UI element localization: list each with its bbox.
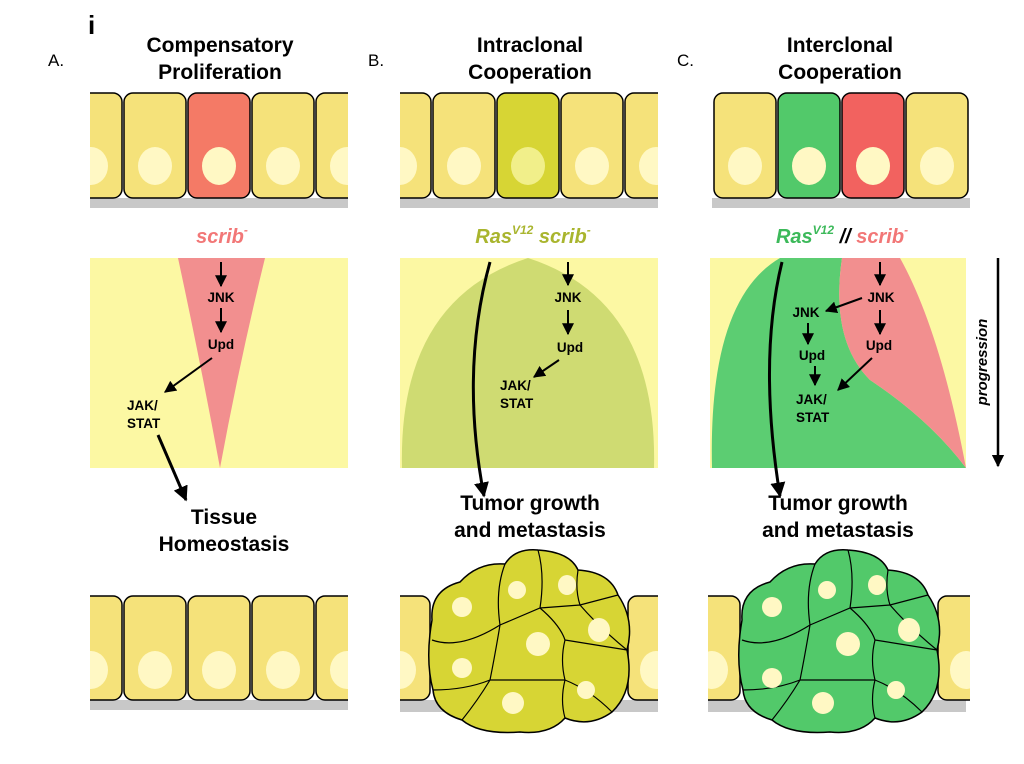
panel-c-ras-clone (711, 258, 966, 468)
panel-b-jak-label-1: JAK/ (500, 378, 531, 393)
panel-b-ras-scrib-clone (401, 258, 655, 468)
panel-b-epithelium-top (400, 92, 658, 208)
panel-b-tumor (400, 549, 658, 734)
panel-c-outcome-line1: Tumor growth (768, 492, 908, 515)
panel-a-outcome-line2: Homeostasis (159, 533, 290, 556)
panel-a-outcome-line1: Tissue (191, 506, 257, 529)
panel-a-epithelium-top (90, 92, 348, 208)
progression-indicator: progression (974, 258, 1005, 468)
panel-a-jak-label-2: STAT (127, 416, 161, 431)
panel-b-jnk-label: JNK (554, 290, 581, 305)
panel-c-jak-label-2: STAT (796, 410, 830, 425)
panel-b-outcome-line1: Tumor growth (460, 492, 600, 515)
panel-c-epithelium-top (712, 92, 970, 208)
panel-c-upd-left-label: Upd (799, 348, 825, 363)
panel-a-scrib-clone (178, 258, 265, 468)
panel-c-outcome-line2: and metastasis (762, 519, 914, 542)
panel-a-epithelium-bottom (90, 595, 348, 710)
panel-c-jak-label-1: JAK/ (796, 392, 827, 407)
panel-a-jnk-label: JNK (207, 290, 234, 305)
panel-b-jak-label-2: STAT (500, 396, 534, 411)
panel-c: C. Interclonal Cooperation RasV12 // scr… (677, 34, 970, 734)
panel-b-genotype: RasV12 scrib- (475, 223, 590, 248)
progression-label: progression (974, 319, 991, 407)
panel-b-upd-label: Upd (557, 340, 583, 355)
panel-a-title-line1: Compensatory (146, 34, 293, 57)
panel-c-title-line2: Cooperation (778, 61, 902, 84)
panel-c-upd-right-label: Upd (866, 338, 892, 353)
panel-a-letter: A. (48, 51, 64, 70)
panel-c-tumor (708, 549, 970, 734)
panel-c-scrib-clone (839, 258, 966, 468)
panel-a: A. Compensatory Proliferation scrib- JNK… (48, 34, 348, 710)
panel-b-title-line1: Intraclonal (477, 34, 583, 57)
panel-a-jak-label-1: JAK/ (127, 398, 158, 413)
panel-a-upd-label: Upd (208, 337, 234, 352)
panel-index: i (88, 10, 95, 40)
panel-a-genotype: scrib- (196, 223, 248, 248)
panel-b-outcome-line2: and metastasis (454, 519, 606, 542)
panel-c-jnk-left-label: JNK (792, 305, 819, 320)
panel-c-jnk-right-label: JNK (867, 290, 894, 305)
panel-c-genotype: RasV12 // scrib- (776, 223, 908, 248)
panel-a-title-line2: Proliferation (158, 61, 282, 84)
panel-c-letter: C. (677, 51, 694, 70)
panel-b-title-line2: Cooperation (468, 61, 592, 84)
panel-b: B. Intraclonal Cooperation RasV12 scrib-… (368, 34, 658, 734)
panel-c-title-line1: Interclonal (787, 34, 893, 57)
panel-b-letter: B. (368, 51, 384, 70)
